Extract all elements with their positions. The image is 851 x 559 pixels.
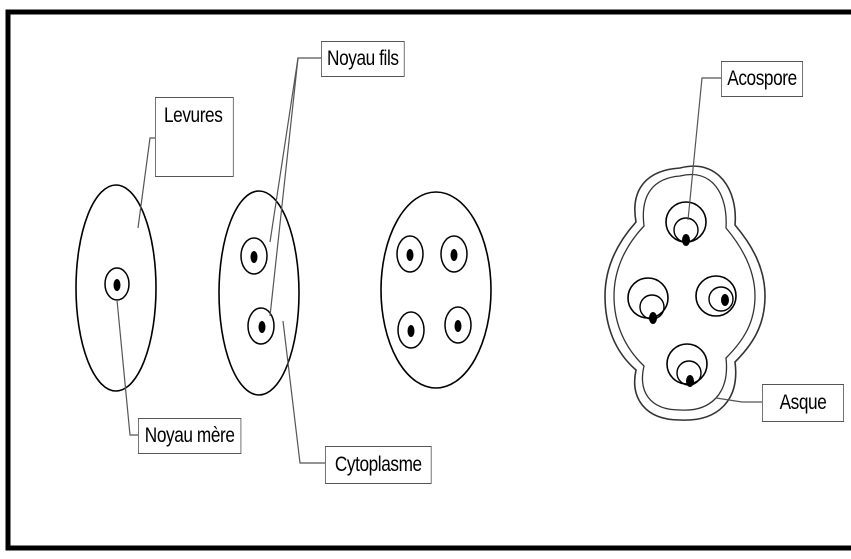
noyau-fils-leader-a <box>269 57 322 243</box>
levures-leader <box>137 137 157 229</box>
cell-membrane <box>75 184 157 392</box>
nucleolus <box>450 249 458 261</box>
cell-membrane <box>380 191 492 389</box>
label-acospore: Acospore <box>721 61 803 97</box>
label-noyau-mere: Noyau mère <box>138 418 242 454</box>
nucleolus <box>250 251 258 263</box>
nucleolus <box>454 320 462 332</box>
nucleus <box>440 235 468 273</box>
label-asque: Asque <box>762 384 844 422</box>
ascospore <box>665 201 707 246</box>
noyau-mere-leader <box>116 299 138 436</box>
ascospore <box>666 343 708 387</box>
ascospore <box>695 275 737 317</box>
noyau-fils-leader-b <box>269 57 299 317</box>
label-cytoplasme: Cytoplasme <box>325 446 432 484</box>
nucleolus <box>258 321 266 333</box>
nucleus <box>397 311 425 349</box>
diagram-frame <box>5 9 851 551</box>
nucleus <box>444 306 472 344</box>
cell-membrane <box>218 190 300 396</box>
leader-lines <box>116 57 763 464</box>
ascus <box>604 165 766 421</box>
ascus-outer-wall <box>604 165 766 421</box>
nucleolus <box>406 249 414 261</box>
label-levures: Levures <box>155 97 234 177</box>
cytoplasme-leader <box>282 320 326 464</box>
daughter-nucleus <box>240 237 268 275</box>
daughter-nucleus <box>247 307 275 345</box>
four-nuclei-cell <box>380 191 492 389</box>
nucleus <box>396 235 424 273</box>
nucleolus <box>407 325 415 337</box>
label-noyau-fils: Noyau fils <box>321 41 405 77</box>
nucleolus <box>113 279 121 291</box>
dividing-yeast-cell <box>218 190 300 396</box>
mother-yeast-cell <box>75 184 157 392</box>
asque-leader <box>715 397 763 403</box>
ascus-inner-wall <box>613 173 756 411</box>
acospore-leader <box>687 77 722 221</box>
ascospore <box>627 277 669 324</box>
